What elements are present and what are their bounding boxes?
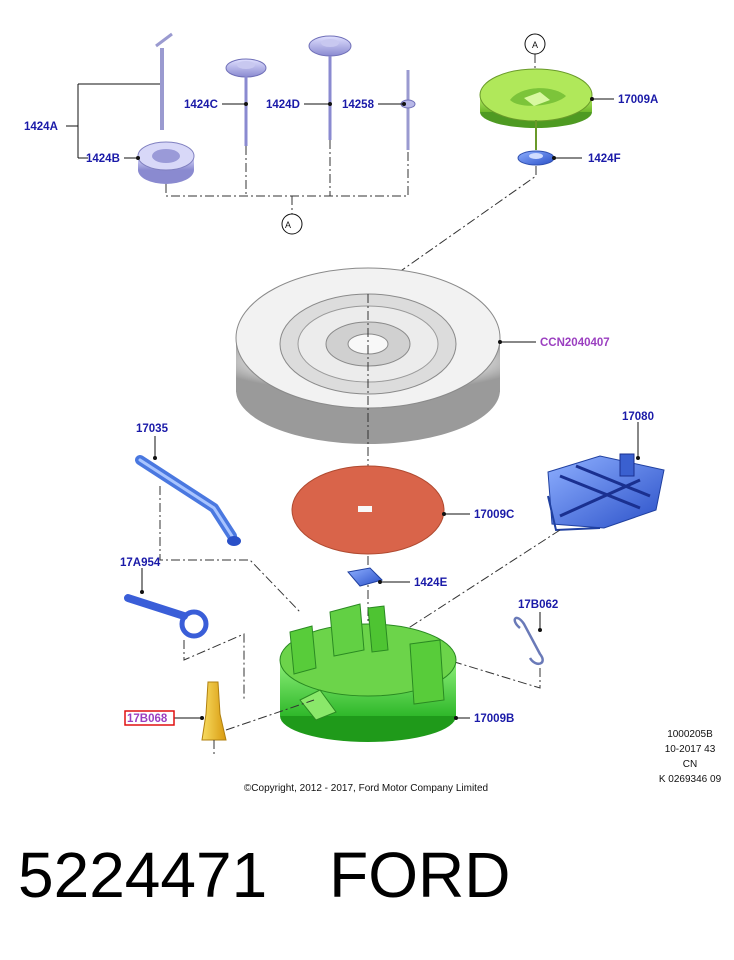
- diagram-date: 10-2017 43: [665, 744, 716, 755]
- callout-14258[interactable]: 14258: [342, 99, 375, 111]
- scissor-jack-part: [547, 453, 665, 532]
- callout-1424c[interactable]: 1424C: [184, 99, 218, 111]
- wheel-wrench-part: [135, 455, 241, 546]
- callout-1424f[interactable]: 1424F: [588, 153, 621, 165]
- callout-1424e[interactable]: 1424E: [414, 577, 448, 589]
- highlight-box: [124, 710, 175, 726]
- spare-tire-part: [235, 267, 501, 444]
- tow-eye-part: [124, 594, 209, 639]
- washer-1424f-part: [517, 120, 555, 166]
- callout-17009c[interactable]: 17009C: [474, 509, 514, 521]
- footer-caption: 5224471 FORD: [18, 838, 510, 912]
- callout-ccn2040407[interactable]: CCN2040407: [540, 337, 610, 349]
- callout-17b068[interactable]: 17B068: [127, 713, 168, 725]
- knob-bolt-d-part: [308, 35, 352, 140]
- cup-nut-part: [137, 141, 195, 184]
- callout-1424a[interactable]: 1424A: [24, 121, 58, 133]
- spring-clip-part: [513, 616, 544, 666]
- long-bolt-part: [155, 32, 173, 130]
- reference-marker-a-bottom: A: [285, 220, 291, 230]
- brand-name: FORD: [329, 839, 511, 911]
- storage-tray-17009b-part: [279, 603, 457, 742]
- callout-17035[interactable]: 17035: [136, 423, 169, 435]
- retainer-17009a-part: [479, 33, 593, 128]
- copyright-notice: ©Copyright, 2012 - 2017, Ford Motor Comp…: [244, 783, 488, 794]
- plug-17b068-part: [201, 681, 227, 741]
- callout-1424b[interactable]: 1424B: [86, 153, 120, 165]
- callout-17080[interactable]: 17080: [622, 411, 654, 423]
- part-number: 5224471: [18, 839, 268, 911]
- callout-17009b[interactable]: 17009B: [474, 713, 514, 725]
- reference-marker-a-top: A: [532, 40, 538, 50]
- callout-17009a[interactable]: 17009A: [618, 94, 658, 106]
- callout-17a954[interactable]: 17A954: [120, 557, 161, 569]
- diagram-code: 1000205B: [667, 729, 713, 740]
- threaded-rod-part: [400, 70, 416, 150]
- floor-mat-disk-part: [291, 465, 445, 555]
- hold-down-bolt-group: [66, 32, 416, 235]
- callout-1424d[interactable]: 1424D: [266, 99, 300, 111]
- callout-17b062[interactable]: 17B062: [518, 599, 558, 611]
- diagram-region: CN: [683, 759, 697, 770]
- clip-1424e-part: [347, 567, 383, 587]
- knob-bolt-c-part: [225, 58, 267, 146]
- diagram-ref: K 0269346 09: [659, 774, 722, 785]
